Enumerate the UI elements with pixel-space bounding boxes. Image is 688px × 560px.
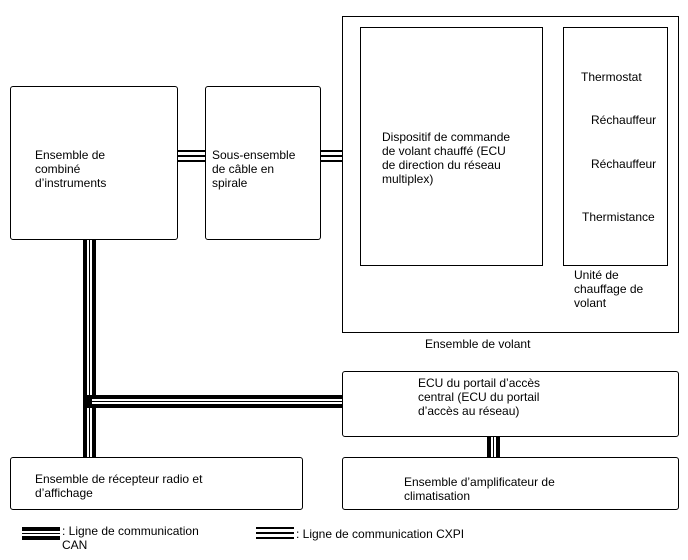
can-bus-vertical: [83, 240, 96, 457]
thermistor-label: Thermistance: [582, 210, 655, 224]
ac-amplifier-box: [342, 457, 679, 510]
can-bus-horizontal: [83, 395, 342, 408]
central-gateway-ecu-box: [342, 371, 679, 437]
spiral-cable-box: [205, 86, 321, 240]
steering-wheel-assembly-box: [342, 16, 679, 333]
central-gateway-ecu-label: ECU du portail d’accès central (ECU du p…: [418, 376, 541, 418]
combination-meter-label: Ensemble de combiné d’instruments: [35, 148, 107, 190]
combination-meter-box: [10, 86, 178, 240]
thermostat-label: Thermostat: [581, 70, 642, 84]
legend-can-symbol: [22, 527, 60, 540]
steering-ecu-box: [360, 27, 543, 266]
steering-wheel-assembly-label: Ensemble de volant: [425, 337, 531, 351]
legend-can-label: : Ligne de communication CAN: [62, 524, 199, 552]
legend-cxpi-label: : Ligne de communication CXPI: [296, 527, 465, 541]
can-bus-gateway-ac: [487, 437, 500, 457]
heater-2-label: Réchauffeur: [591, 157, 657, 171]
heater-1-label: Réchauffeur: [591, 113, 657, 127]
cxpi-line-meter-spiral: [178, 150, 205, 162]
spiral-cable-label: Sous-ensemble de câble en spirale: [212, 148, 296, 190]
steering-heater-ecu-label: Dispositif de commande de volant chauffé…: [382, 130, 511, 186]
radio-display-box: [10, 457, 303, 510]
radio-display-label: Ensemble de récepteur radio et d’afficha…: [35, 472, 203, 500]
heater-unit-box: [563, 27, 668, 266]
heater-unit-label: Unité de chauffage de volant: [574, 268, 644, 310]
ac-amplifier-label: Ensemble d’amplificateur de climatisatio…: [404, 475, 555, 503]
legend-cxpi-symbol: [256, 527, 294, 539]
